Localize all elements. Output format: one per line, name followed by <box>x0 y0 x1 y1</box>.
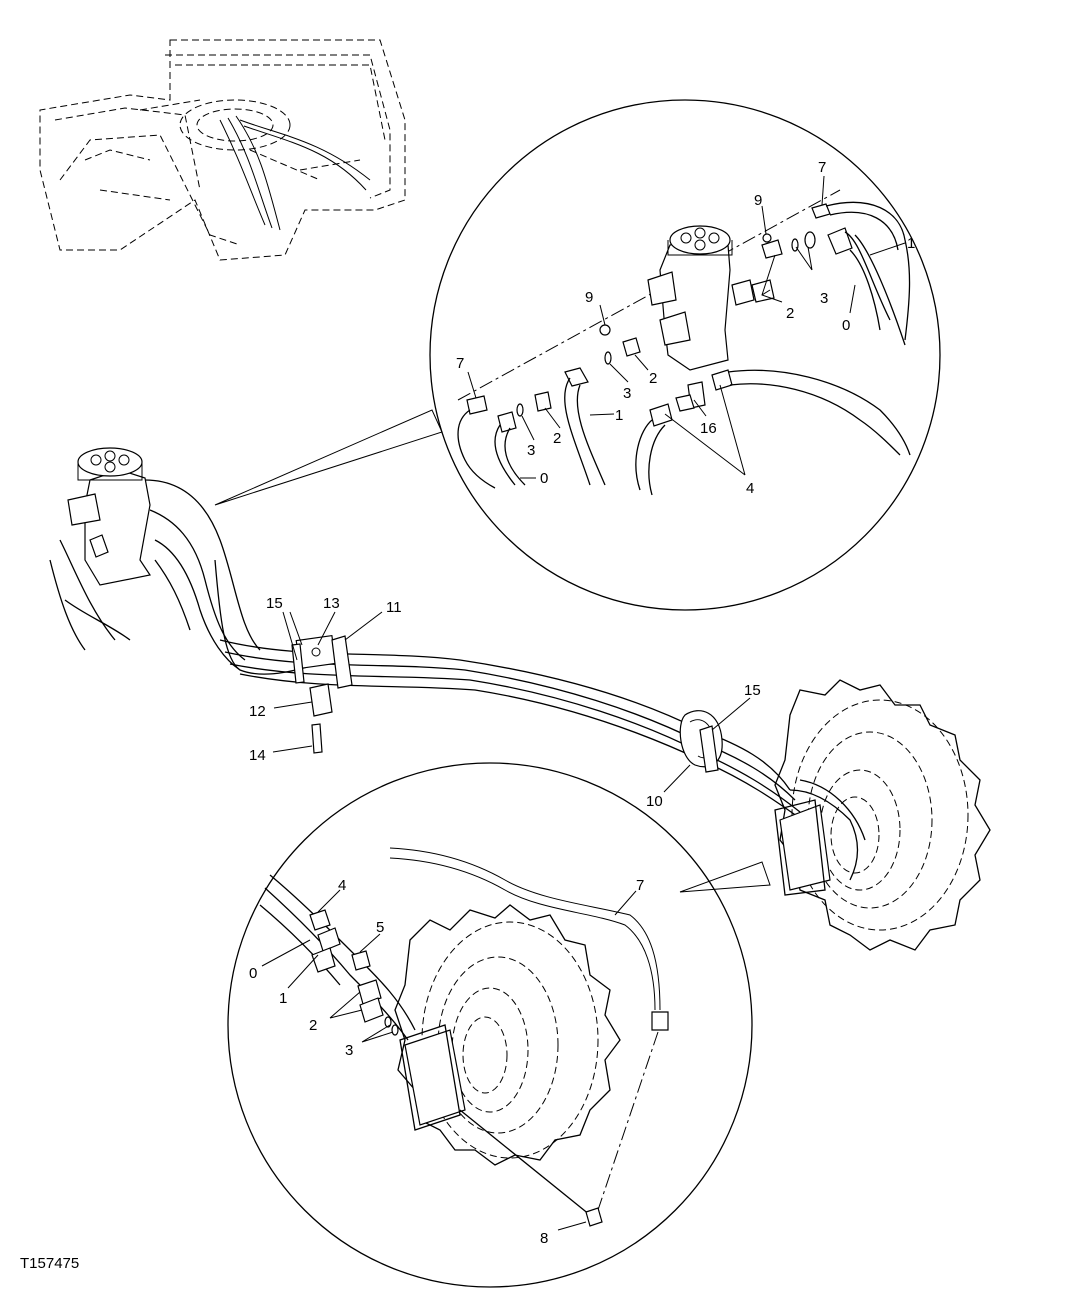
callout-main-14: 14 <box>249 747 266 764</box>
callout-main-15b: 15 <box>744 682 761 699</box>
lower-detail-view <box>227 762 771 1288</box>
callout-upper-3a: 3 <box>820 290 828 307</box>
upper-detail-view <box>214 99 941 611</box>
hose-bundle <box>219 634 806 823</box>
callout-lower-2: 2 <box>309 1017 317 1034</box>
callout-upper-1b: 1 <box>615 407 623 424</box>
callout-upper-16: 16 <box>700 420 717 437</box>
callout-upper-0a: 0 <box>842 317 850 334</box>
callout-upper-1a: 1 <box>907 235 915 252</box>
callout-lower-5: 5 <box>376 919 384 936</box>
callout-upper-0b: 0 <box>540 470 548 487</box>
sprocket-main <box>774 679 991 951</box>
figure-code: T157475 <box>20 1255 80 1272</box>
swivel-joint-main <box>49 447 331 675</box>
callout-main-11: 11 <box>386 599 402 616</box>
callout-lower-4: 4 <box>338 877 346 894</box>
callout-lower-1: 1 <box>279 990 287 1007</box>
callout-upper-4: 4 <box>746 480 754 497</box>
callout-upper-2a: 2 <box>786 305 794 322</box>
callout-main-12: 12 <box>249 703 266 720</box>
callout-upper-2b: 2 <box>649 370 657 387</box>
callout-upper-7a: 7 <box>818 159 826 176</box>
callout-lower-8: 8 <box>540 1230 548 1247</box>
callout-main-15a: 15 <box>266 595 283 612</box>
callout-upper-7b: 7 <box>456 355 464 372</box>
callout-labels: 7 9 1 3 2 0 9 2 3 7 1 3 2 16 0 4 15 13 1… <box>249 159 915 1247</box>
callout-leaders <box>261 175 906 1231</box>
callout-main-13: 13 <box>323 595 340 612</box>
locator-track-frame <box>39 39 406 261</box>
callout-upper-2c: 2 <box>553 430 561 447</box>
callout-lower-3: 3 <box>345 1042 353 1059</box>
callout-upper-9b: 9 <box>585 289 593 306</box>
callout-upper-9a: 9 <box>754 192 762 209</box>
callout-lower-0: 0 <box>249 965 257 982</box>
callout-lower-7: 7 <box>636 877 644 894</box>
callout-upper-3b: 3 <box>623 385 631 402</box>
callout-main-10: 10 <box>646 793 663 810</box>
callout-upper-3c: 3 <box>527 442 535 459</box>
